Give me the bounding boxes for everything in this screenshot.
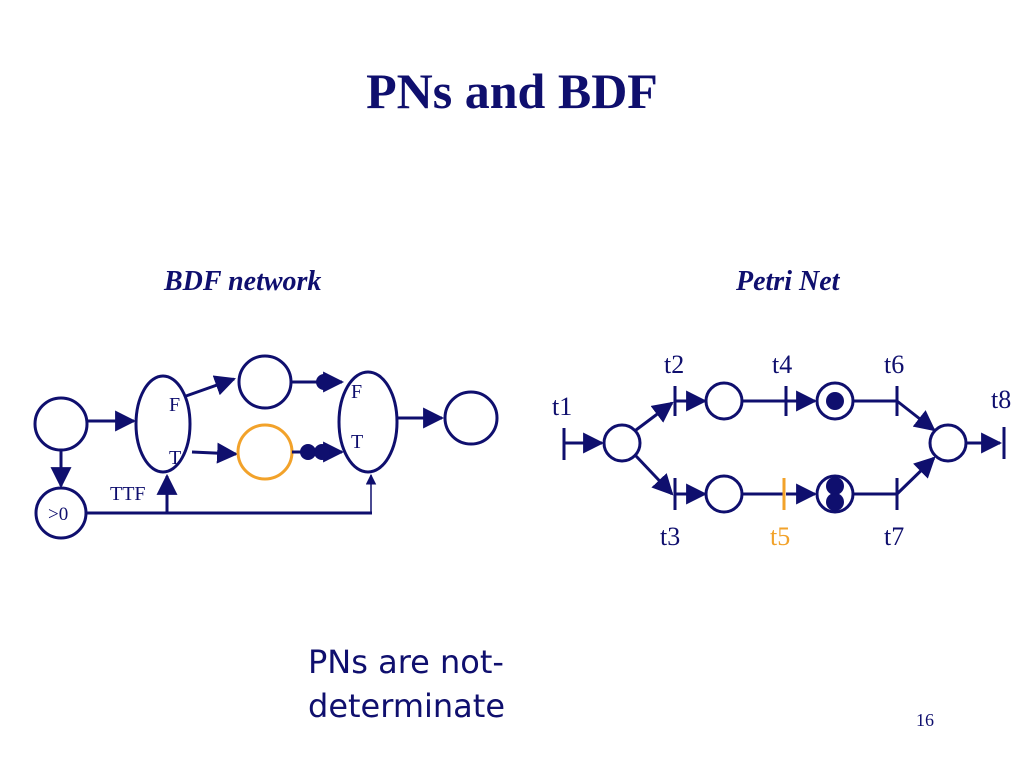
caption-line-2: determinate [308, 687, 506, 725]
slide-title: PNs and BDF [366, 63, 658, 119]
pn-arc-t6-p6 [896, 399, 936, 432]
pn-tokens [826, 392, 844, 511]
select-label-t: T [351, 431, 363, 453]
bdf-edge-switch-top [185, 375, 236, 398]
transition-label-t8: t8 [991, 385, 1011, 414]
bdf-top-actor [237, 354, 293, 410]
bdf-network [33, 354, 499, 540]
transition-label-t1: t1 [552, 392, 572, 421]
transition-label-t2: t2 [664, 350, 684, 379]
slide-caption: PNs are not- determinate [308, 640, 505, 728]
transition-label-t4: t4 [772, 350, 792, 379]
caption-line-1: PNs are not- [308, 643, 504, 681]
page-number: 16 [916, 710, 934, 730]
token-p5-2 [826, 493, 844, 511]
pn-arc-p1-t3 [634, 454, 674, 496]
bdf-network-heading: BDF network [164, 266, 322, 297]
transition-label-t3: t3 [660, 522, 680, 551]
place-p2 [704, 381, 744, 421]
bdf-token-bottom-1 [300, 444, 316, 460]
place-p1 [602, 423, 642, 463]
bdf-edge-switch-bottom [191, 442, 239, 464]
token-p4 [826, 392, 844, 410]
place-p6 [928, 423, 968, 463]
select-label-f: F [351, 381, 362, 403]
transition-label-t5: t5 [770, 522, 790, 551]
pn-arc-t7-p6 [895, 456, 936, 496]
place-p3 [704, 474, 744, 514]
petri-net [562, 381, 1006, 514]
transition-label-t6: t6 [884, 350, 904, 379]
bdf-select-actor [337, 370, 399, 474]
switch-label-f: F [169, 394, 180, 416]
bdf-tokens [300, 374, 332, 460]
bdf-token-bottom-2 [314, 444, 330, 460]
petri-net-heading: Petri Net [736, 266, 840, 297]
bdf-bottom-actor-highlighted [236, 423, 294, 481]
bdf-source-actor [33, 396, 89, 452]
bdf-sink-actor [443, 390, 499, 446]
ttf-label: TTF [110, 483, 146, 505]
test-actor-label: >0 [48, 504, 68, 525]
transition-label-t7: t7 [884, 522, 904, 551]
switch-label-t: T [169, 447, 181, 469]
pn-arc-p1-t2 [635, 401, 674, 432]
token-p5-1 [826, 477, 844, 495]
bdf-token-top [316, 374, 332, 390]
bdf-switch-actor [134, 374, 192, 474]
